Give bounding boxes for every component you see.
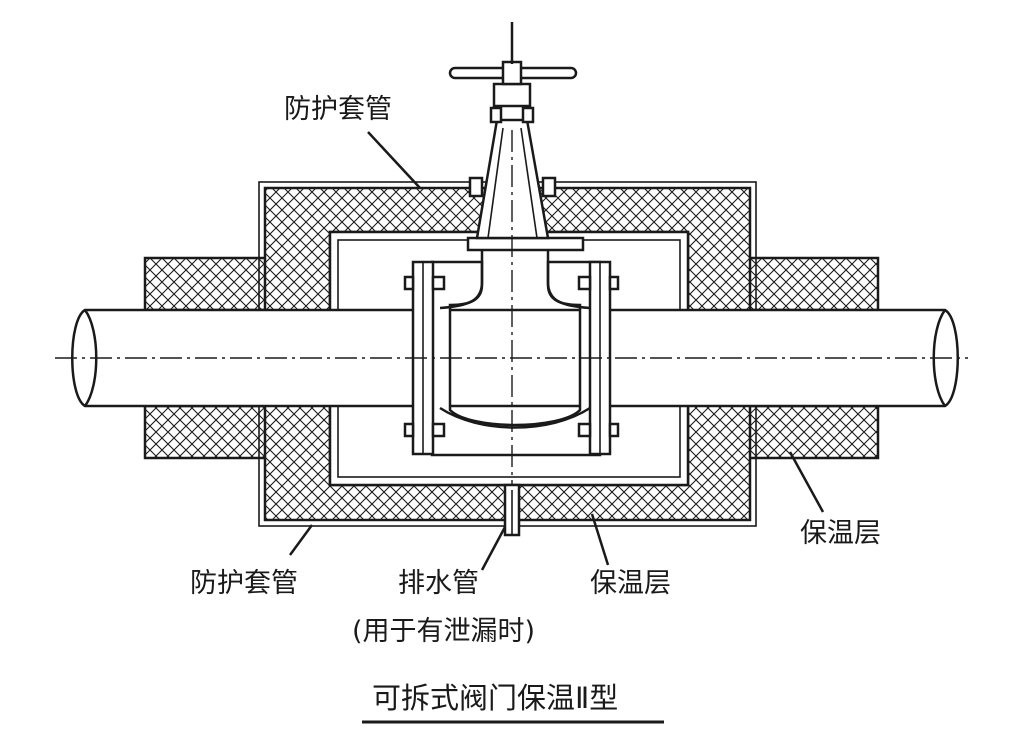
bolt-bottom-right [577,422,620,438]
leader-sleeve-top [367,131,421,189]
valve-body-curve-left [439,250,484,310]
bolt-top-left [403,275,446,291]
leader-sleeve-bottom [288,524,314,556]
label-drain-pipe: 排水管 [398,568,479,599]
yoke-collar-right [541,176,557,198]
label-insulation-bottom: 保温层 [590,568,671,599]
diagram-caption: 可拆式阀门保温Ⅱ型 [372,681,618,715]
stem-nut-bolt-right [521,106,535,124]
label-drain-note: (用于有泄漏时) [352,616,535,647]
leader-insulation-right [788,451,825,513]
label-sleeve-top: 防护套管 [284,94,392,125]
handwheel-hub [501,60,523,86]
bonnet-plate [466,236,585,252]
leader-insulation-bottom [590,513,610,566]
valve-body-curve-right [546,250,591,310]
bolt-top-right [577,275,620,291]
yoke-inner-right [520,127,538,239]
yoke-inner-left [487,127,504,239]
label-insulation-right: 保温层 [800,518,881,549]
stem-nut [492,82,532,108]
stem-nut-bolt-left [489,106,503,124]
valve-body-bottom-curve [439,406,591,429]
leader-drain [480,526,507,571]
bolt-bottom-left [403,422,446,438]
yoke-collar-left [468,176,484,198]
label-sleeve-bottom: 防护套管 [190,568,298,599]
